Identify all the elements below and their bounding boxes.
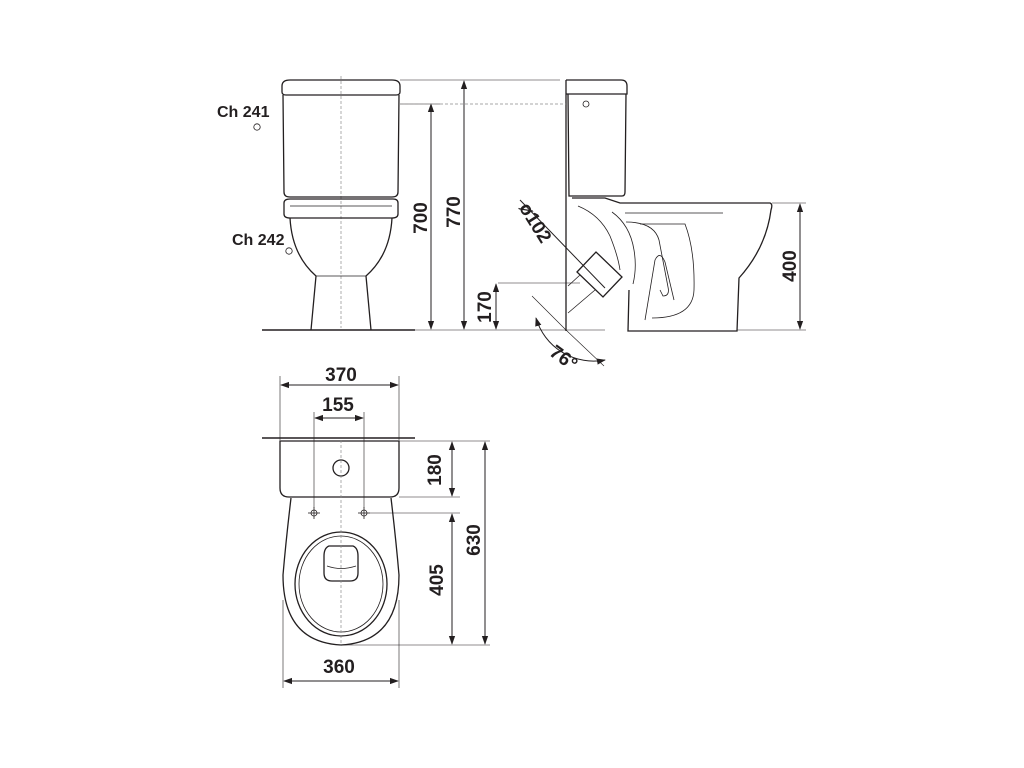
front-bowl [289, 217, 393, 331]
trap-siphon [625, 221, 669, 297]
side-tank-lid [566, 79, 628, 95]
top-view [262, 437, 415, 646]
bowl-water [644, 255, 675, 321]
top-dimensions [279, 376, 490, 688]
dim-770: 770 [444, 196, 465, 228]
side-tank [567, 93, 627, 197]
dim-405: 405 [427, 564, 448, 596]
dim-630: 630 [464, 524, 485, 556]
dim-angle: 76° [545, 342, 581, 376]
dim-180: 180 [425, 454, 446, 486]
front-seat [283, 198, 399, 219]
bolt-left-icon [308, 507, 320, 519]
front-tank [282, 94, 400, 198]
ch242-marker-icon [285, 247, 293, 255]
dim-370: 370 [325, 365, 357, 386]
outlet-pipe [576, 251, 623, 298]
side-view [565, 79, 773, 332]
dim-360: 360 [323, 657, 355, 678]
label-ch241: Ch 241 [217, 104, 270, 121]
dim-155: 155 [322, 395, 354, 416]
front-view [253, 76, 415, 331]
trap-outer [577, 205, 621, 271]
label-ch242: Ch 242 [232, 232, 285, 249]
bowl-inner [640, 223, 695, 319]
dim-700: 700 [411, 202, 432, 234]
ch241-marker-icon [253, 123, 261, 131]
side-bowl-outline [572, 197, 773, 332]
dim-170: 170 [475, 291, 496, 323]
bolt-right-icon [358, 507, 370, 519]
side-button-icon [582, 100, 590, 108]
dim-line-diameter [519, 199, 606, 289]
dim-diameter: ø102 [514, 199, 555, 247]
trap-inner [611, 211, 636, 285]
top-drain [323, 545, 359, 582]
dim-400: 400 [780, 250, 801, 282]
front-tank-lid [281, 79, 401, 96]
dim-arc-angle [535, 317, 606, 365]
side-dimensions [400, 79, 806, 367]
top-tank [279, 440, 400, 498]
